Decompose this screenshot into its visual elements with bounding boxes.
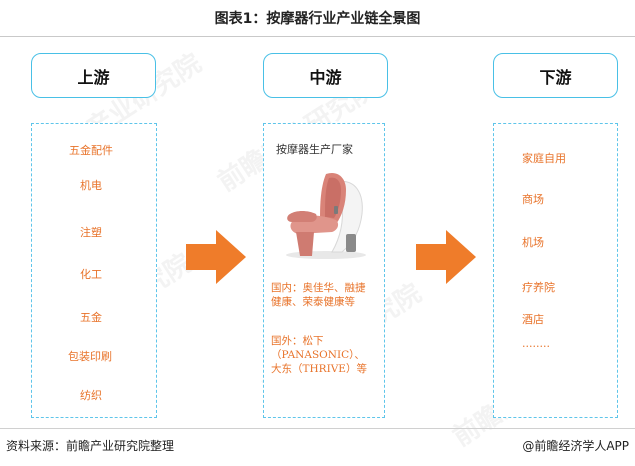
title-divider [0,36,635,37]
midstream-panel: 按摩器生产厂家 国内：奥佳华、融捷健康、荣泰健康等 国外：松下（PANASONI… [263,123,385,418]
list-item: 机电 [80,179,102,192]
list-item: 五金配件 [69,144,113,157]
list-item: 化工 [80,268,102,281]
arrow-right-icon [186,230,246,284]
list-item: 包装印刷 [68,350,112,363]
foreign-manufacturers: 国外：松下（PANASONIC）、大东（THRIVE）等 [271,335,367,375]
credit-label: @前瞻经济学人APP [522,439,629,453]
page-title: 图表1：按摩器行业产业链全景图 [214,11,421,27]
list-item: 纺织 [80,389,102,402]
upstream-header: 上游 [31,53,156,98]
manufacturer-caption: 按摩器生产厂家 [276,143,353,156]
domestic-manufacturers: 国内：奥佳华、融捷健康、荣泰健康等 [271,282,366,308]
list-item: 五金 [80,311,102,324]
list-item: 家庭自用 [522,152,566,165]
downstream-panel: 家庭自用 商场 机场 疗养院 酒店 ........ [493,123,618,418]
arrow-right-icon [416,230,476,284]
list-item: 酒店 [522,313,544,326]
massage-chair-image [286,172,366,259]
list-item: ........ [522,337,550,350]
source-note: 资料来源：前瞻产业研究院整理 [6,439,175,453]
list-item: 机场 [522,236,544,249]
midstream-header: 中游 [263,53,388,98]
list-item: 商场 [522,193,544,206]
list-item: 注塑 [80,226,102,239]
list-item: 疗养院 [522,281,555,294]
upstream-panel: 五金配件 机电 注塑 化工 五金 包装印刷 纺织 [31,123,157,418]
footer-divider [0,428,635,429]
downstream-header: 下游 [493,53,618,98]
